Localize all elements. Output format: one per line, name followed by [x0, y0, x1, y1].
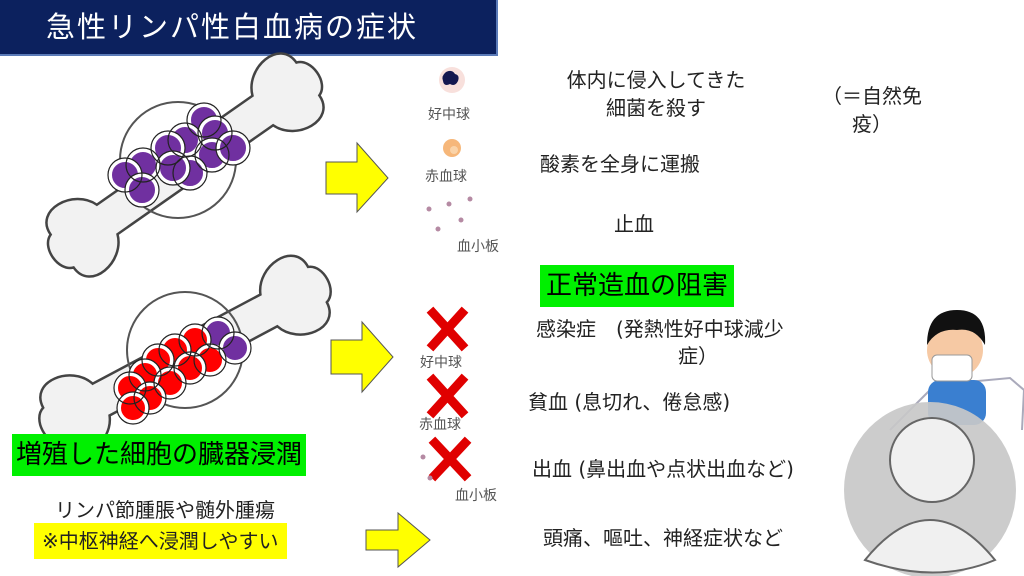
hematopoiesis-inhibition-heading: 正常造血の阻害: [540, 265, 735, 307]
text-line: （＝自然免: [822, 84, 922, 108]
platelet-icon: [426, 196, 473, 232]
slide-title: 急性リンパ性白血病の症状: [0, 0, 498, 56]
text-line: 感染症 (発熱性好中球減少: [536, 317, 784, 341]
sick-patient-illustration: [844, 310, 1024, 576]
bone-with-red-cells-illustration: [38, 254, 332, 456]
bleeding-symptom: 出血 (鼻出血や点状出血など): [532, 457, 794, 481]
text-line: 疫）: [852, 112, 892, 136]
red-blood-cell-function: 酸素を全身に運搬: [540, 152, 700, 176]
arrow-right-icon: [325, 141, 431, 569]
platelet-label: 血小板: [457, 239, 499, 255]
bone-with-leukemic-cells-illustration: [45, 52, 325, 278]
red-blood-cell-label: 赤血球: [425, 169, 467, 185]
infection-symptom: 感染症 (発熱性好中球減少 症）: [536, 316, 784, 370]
neutrophil-icon: [439, 67, 465, 93]
platelet-label: 血小板: [455, 488, 497, 504]
neutrophil-label: 好中球: [428, 107, 470, 123]
lymphadenopathy-text: リンパ節腫脹や髄外腫瘍: [55, 498, 275, 522]
text-line: 体内に侵入してきた: [566, 68, 746, 92]
innate-immunity-note: （＝自然免 疫）: [822, 82, 922, 138]
cns-symptoms: 頭痛、嘔吐、神経症状など: [543, 526, 783, 550]
cross-icon: [420, 306, 472, 482]
red-blood-cell-icon: [443, 139, 461, 157]
text-line: 細菌を殺す: [606, 96, 706, 120]
red-blood-cell-label: 赤血球: [419, 417, 461, 433]
organ-infiltration-heading: 増殖した細胞の臓器浸潤: [12, 434, 307, 476]
anemia-symptom: 貧血 (息切れ、倦怠感): [528, 390, 731, 414]
text-line: 症）: [678, 344, 718, 368]
platelet-function: 止血: [614, 212, 654, 236]
cns-infiltration-note: ※中枢神経へ浸潤しやすい: [34, 523, 287, 559]
neutrophil-label: 好中球: [420, 355, 462, 371]
neutrophil-function: 体内に侵入してきた 細菌を殺す: [540, 66, 772, 122]
